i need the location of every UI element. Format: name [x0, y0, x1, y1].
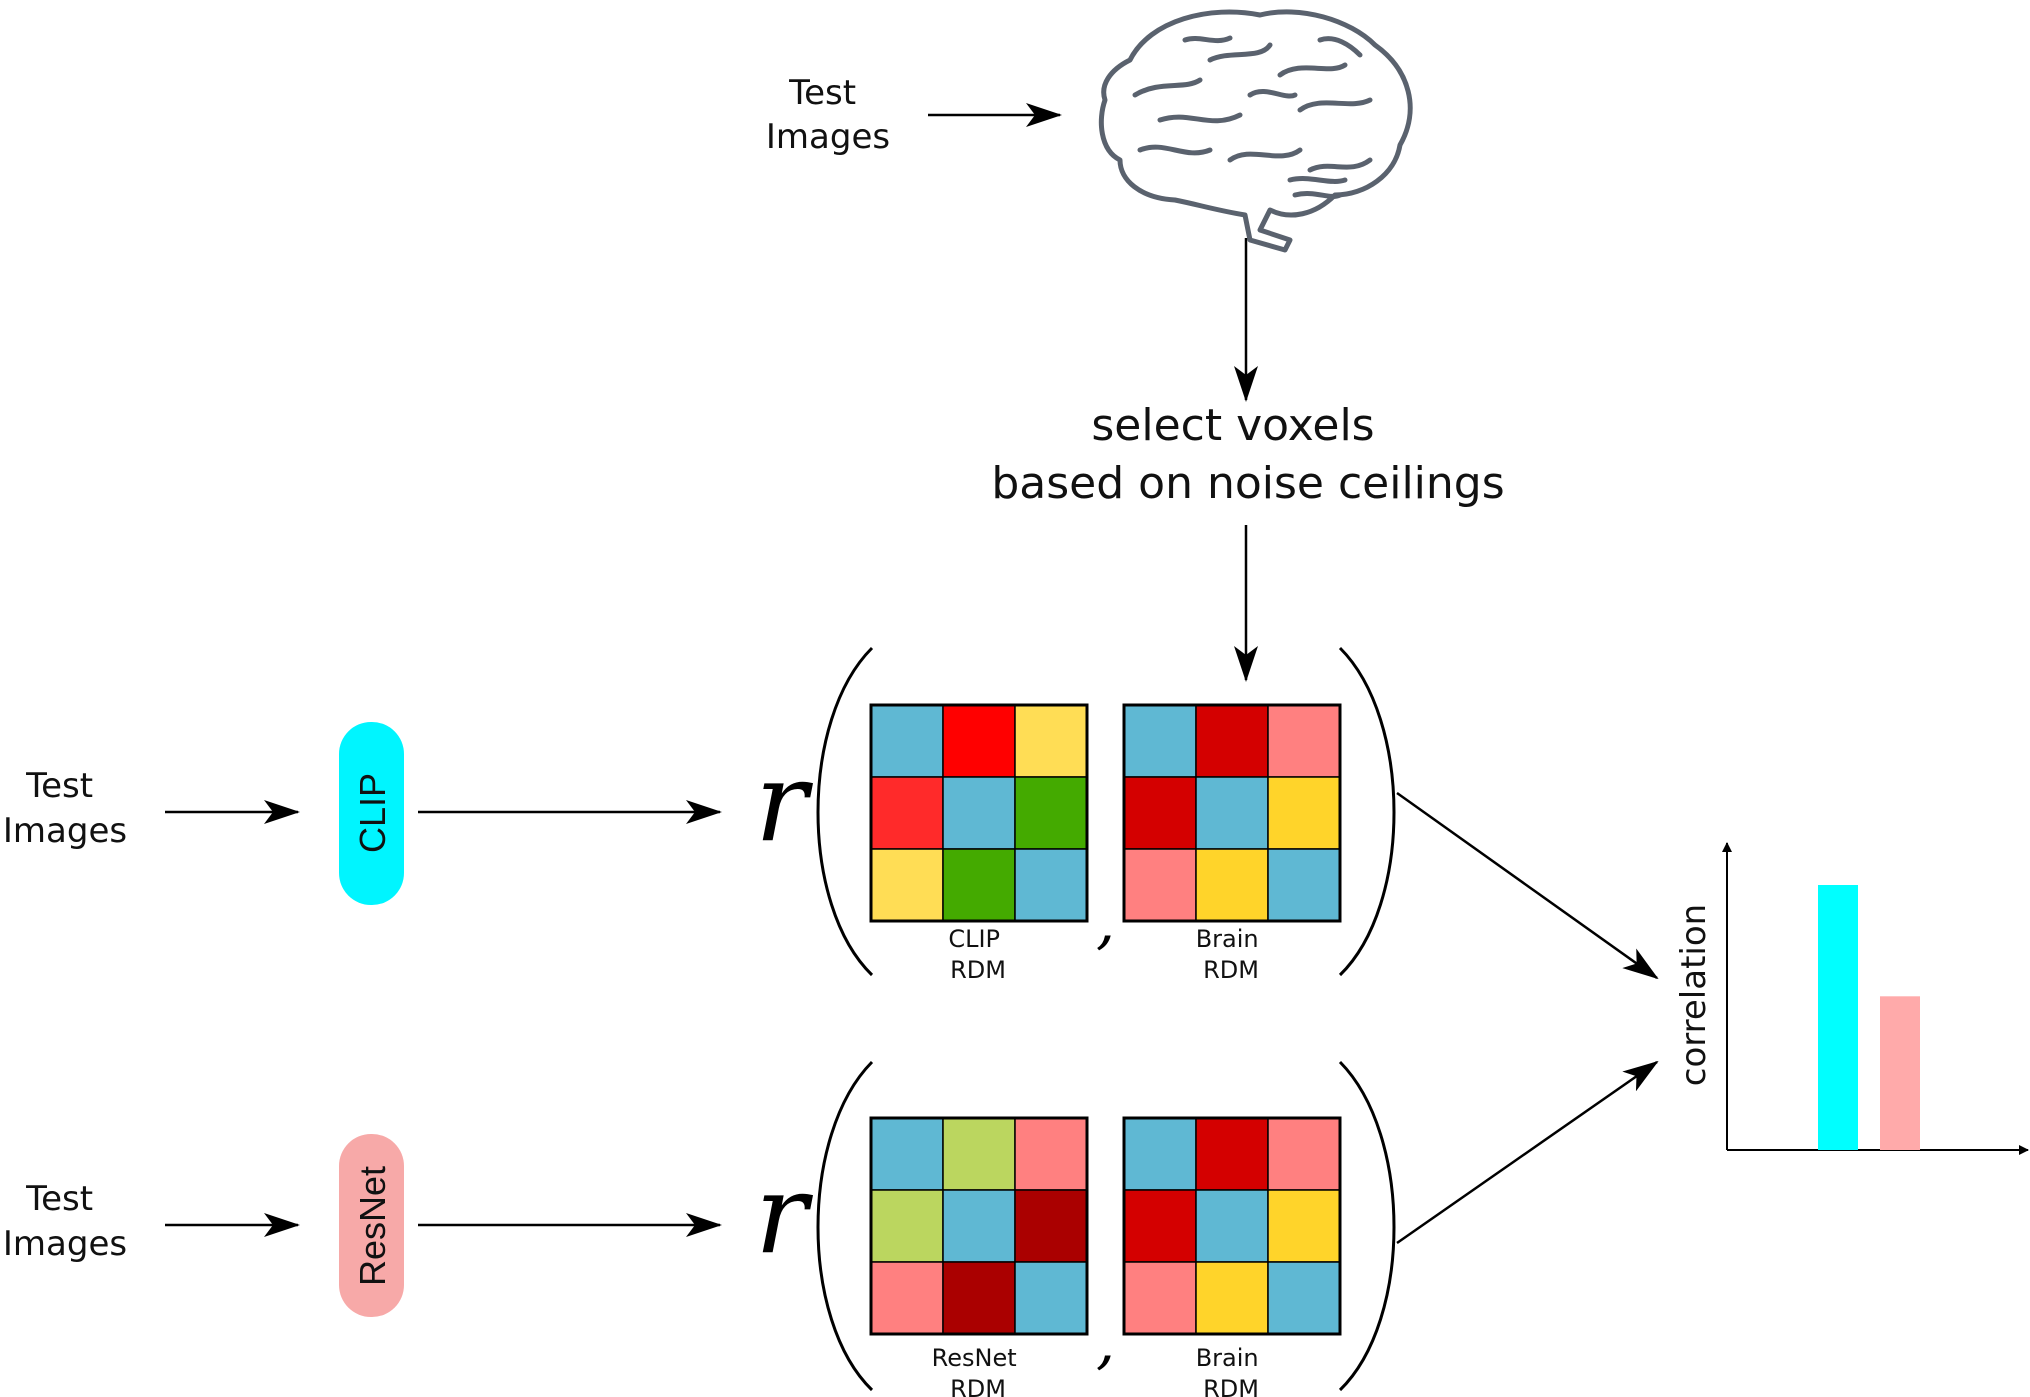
rdm-cell [942, 848, 1016, 922]
rdm-cell [1123, 1261, 1197, 1335]
correlation-r-clip: r [755, 738, 814, 866]
rdm-frame [869, 1116, 1089, 1336]
resnet-model-label: ResNet [352, 1166, 393, 1286]
rdm-cell [1123, 1117, 1197, 1191]
test-images-clip-label: Test Images [3, 766, 127, 851]
select-voxels-label: select voxels based on noise ceilings [991, 400, 1504, 509]
rdm-cell [870, 1261, 944, 1335]
brain-rdm-label-top: Brain RDM [1196, 925, 1267, 984]
right-paren-resnet [1338, 1060, 1396, 1392]
clip-model-pill [339, 722, 404, 905]
rdm-cell [942, 1189, 1016, 1263]
correlation-r-resnet: r [755, 1150, 814, 1278]
rdm-cell [1014, 1117, 1088, 1191]
bar-clip [1818, 885, 1858, 1150]
rdm-cell [1123, 704, 1197, 778]
clip-rdm-label: CLIP RDM [948, 925, 1007, 984]
rdm-cell [1195, 704, 1269, 778]
clip-rdm-matrix [869, 703, 1089, 923]
rdm-cell [942, 1261, 1016, 1335]
rdm-cell [1267, 1117, 1341, 1191]
rdm-frame [869, 703, 1089, 923]
rdm-cell [1014, 1261, 1088, 1335]
rdm-cell [1267, 704, 1341, 778]
rdm-cell [1267, 848, 1341, 922]
rdm-cell [870, 704, 944, 778]
rdm-cell [1123, 848, 1197, 922]
rdm-cell [942, 704, 1016, 778]
rdm-cell [870, 1117, 944, 1191]
rdm-cell [1195, 848, 1269, 922]
rdm-cell [1014, 776, 1088, 850]
rdm-cell [942, 1117, 1016, 1191]
rdm-cell [1267, 776, 1341, 850]
rdm-cell [1195, 1261, 1269, 1335]
rdm-cell [1123, 776, 1197, 850]
rdm-cell [1014, 848, 1088, 922]
resnet-rdm-label: ResNet RDM [932, 1344, 1025, 1397]
rdm-frame [1122, 1116, 1342, 1336]
rdm-cell [1014, 1189, 1088, 1263]
brain-rdm-matrix-bottom [1122, 1116, 1342, 1336]
rdm-frame [1122, 703, 1342, 923]
arrow-resnet-to-chart [1396, 1060, 1659, 1245]
rdm-cell [1195, 776, 1269, 850]
rdm-cell [1267, 1189, 1341, 1263]
left-paren-clip [816, 646, 874, 977]
rdm-cell [1267, 1261, 1341, 1335]
rdm-cell [870, 848, 944, 922]
rdm-cell [1014, 704, 1088, 778]
chart-y-axis-label: correlation [1674, 904, 1714, 1086]
bar-resnet [1880, 996, 1920, 1150]
resnet-model-pill [339, 1134, 404, 1317]
test-images-resnet-label: Test Images [3, 1179, 127, 1264]
arrow-clip-to-chart [1396, 791, 1659, 980]
comma-clip: , [1096, 887, 1115, 957]
rdm-cell [1195, 1189, 1269, 1263]
resnet-rdm-matrix [869, 1116, 1089, 1336]
brain-rdm-label-bottom: Brain RDM [1196, 1344, 1267, 1397]
rdm-cell [942, 776, 1016, 850]
comma-resnet: , [1096, 1307, 1115, 1377]
brain-icon [1098, 9, 1413, 253]
brain-rdm-matrix-top [1122, 703, 1342, 923]
rdm-cell [870, 1189, 944, 1263]
correlation-chart: correlation [1674, 842, 2029, 1155]
rdm-cell [870, 776, 944, 850]
rdm-cell [1123, 1189, 1197, 1263]
clip-model-label: CLIP [352, 773, 393, 853]
right-paren-clip [1338, 646, 1396, 977]
left-paren-resnet [816, 1060, 874, 1392]
rdm-cell [1195, 1117, 1269, 1191]
test-images-top-label: Test Images [766, 73, 890, 157]
